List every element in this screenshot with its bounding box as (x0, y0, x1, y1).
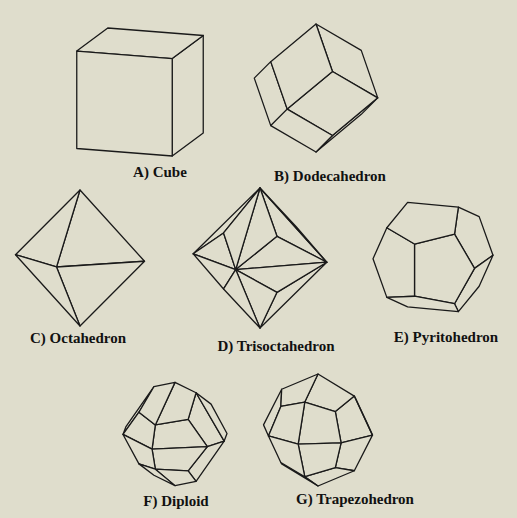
crystal-face (387, 202, 459, 244)
shape-caption: B) Dodecahedron (274, 168, 386, 185)
crystal-face (354, 396, 372, 435)
crystal-face (139, 382, 175, 425)
crystal-face (271, 24, 333, 109)
crystal-face (224, 188, 260, 270)
crystal-face (15, 255, 80, 326)
shape-caption: F) Diploid (143, 493, 208, 510)
crystal-face (15, 190, 80, 267)
crystal-face (271, 109, 333, 152)
crystal-drawing (123, 382, 227, 485)
shape-caption: E) Pyritohedron (394, 329, 498, 346)
crystal-face (415, 234, 475, 304)
shape-caption: G) Trapezohedron (296, 491, 414, 508)
shape-caption: A) Cube (133, 164, 187, 181)
shape-caption: D) Trisoctahedron (217, 338, 334, 355)
crystal-face (152, 447, 207, 471)
crystal-face (268, 436, 304, 477)
crystal-face (139, 464, 175, 486)
shape-caption: C) Octahedron (30, 330, 126, 347)
crystal-drawing (77, 28, 203, 156)
crystal-drawing (264, 374, 373, 486)
crystal-face (387, 296, 459, 311)
crystal-face (57, 261, 145, 326)
crystal-drawing (15, 190, 144, 326)
crystal-drawing (254, 24, 377, 152)
crystal-drawing (373, 202, 493, 311)
crystal-face (298, 443, 341, 477)
crystal-face (77, 51, 172, 156)
crystal-face (298, 402, 341, 444)
crystal-drawing (193, 188, 327, 328)
crystal-face (196, 393, 227, 441)
crystal-face (281, 374, 318, 406)
crystal-face (224, 270, 260, 328)
